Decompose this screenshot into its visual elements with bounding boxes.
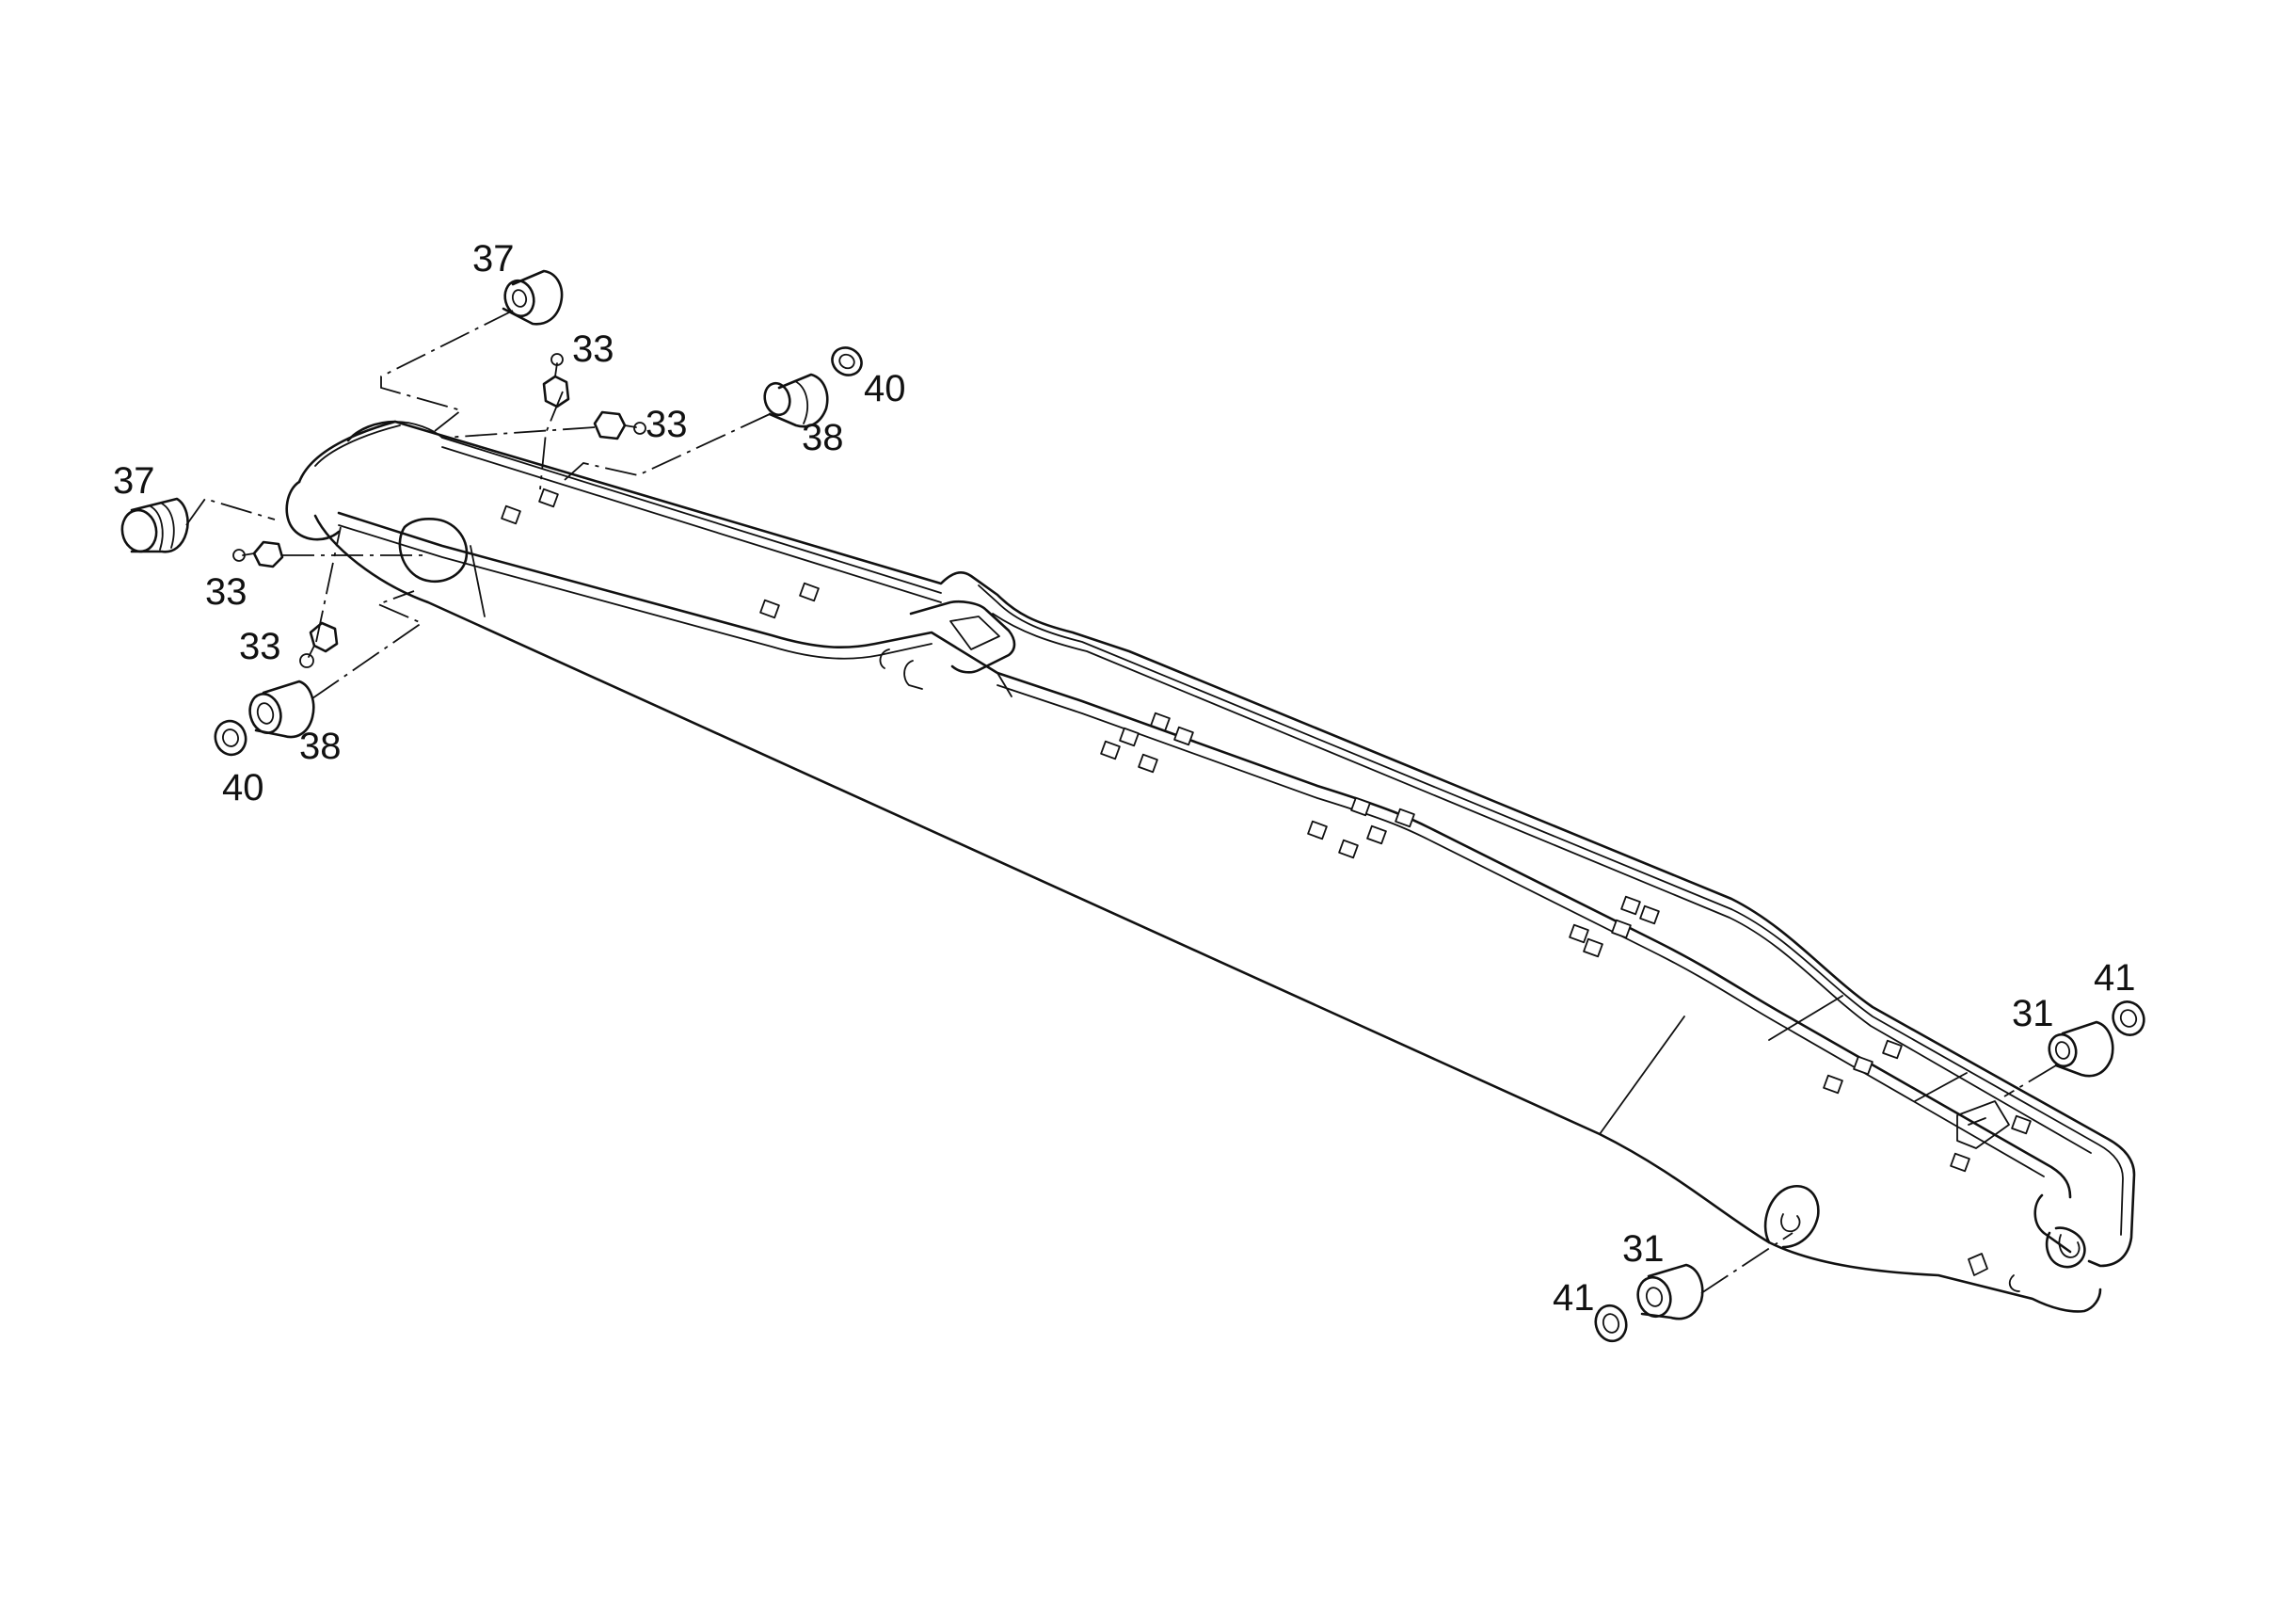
grease-nipple-33-b	[593, 410, 646, 440]
callout-33-left: 33	[205, 571, 247, 613]
callout-33-left-lower: 33	[239, 626, 281, 667]
callout-33-top-right: 33	[646, 404, 688, 445]
cable-clamps	[501, 488, 2032, 1173]
callout-37-left: 37	[113, 460, 155, 502]
washer-41-right	[2112, 1000, 2145, 1036]
callout-38-left: 38	[299, 726, 342, 767]
bushing-38-top	[763, 373, 829, 428]
leader-lines	[185, 310, 2057, 1294]
washer-40-left	[214, 719, 247, 757]
bushing-37-left	[120, 497, 189, 553]
grease-nipple-33-c	[232, 540, 284, 568]
grease-nipple-33-a	[542, 353, 570, 408]
washer-40-top	[831, 346, 863, 376]
callout-labels: 37 33 33 40 38 37 33 33 38 40 41 31 31 4…	[113, 238, 2136, 1319]
washer-41-lower	[1594, 1304, 1628, 1343]
callout-40-top: 40	[864, 368, 906, 409]
bushing-38-left	[248, 680, 315, 739]
bushing-37-top	[502, 269, 564, 326]
bushing-31-right	[2048, 1020, 2114, 1078]
callout-33-top: 33	[572, 328, 614, 370]
callout-37-top: 37	[472, 238, 515, 280]
callout-31-lower: 31	[1622, 1228, 1665, 1270]
callout-38-top: 38	[802, 417, 844, 458]
grease-nipple-33-d	[299, 621, 339, 668]
callout-41-right: 41	[2094, 957, 2136, 999]
callout-31-right: 31	[2012, 993, 2054, 1034]
callout-41-lower: 41	[1553, 1277, 1595, 1319]
bushing-31-lower	[1636, 1263, 1704, 1320]
callout-40-left: 40	[222, 767, 264, 808]
arm-body	[285, 420, 2136, 1313]
